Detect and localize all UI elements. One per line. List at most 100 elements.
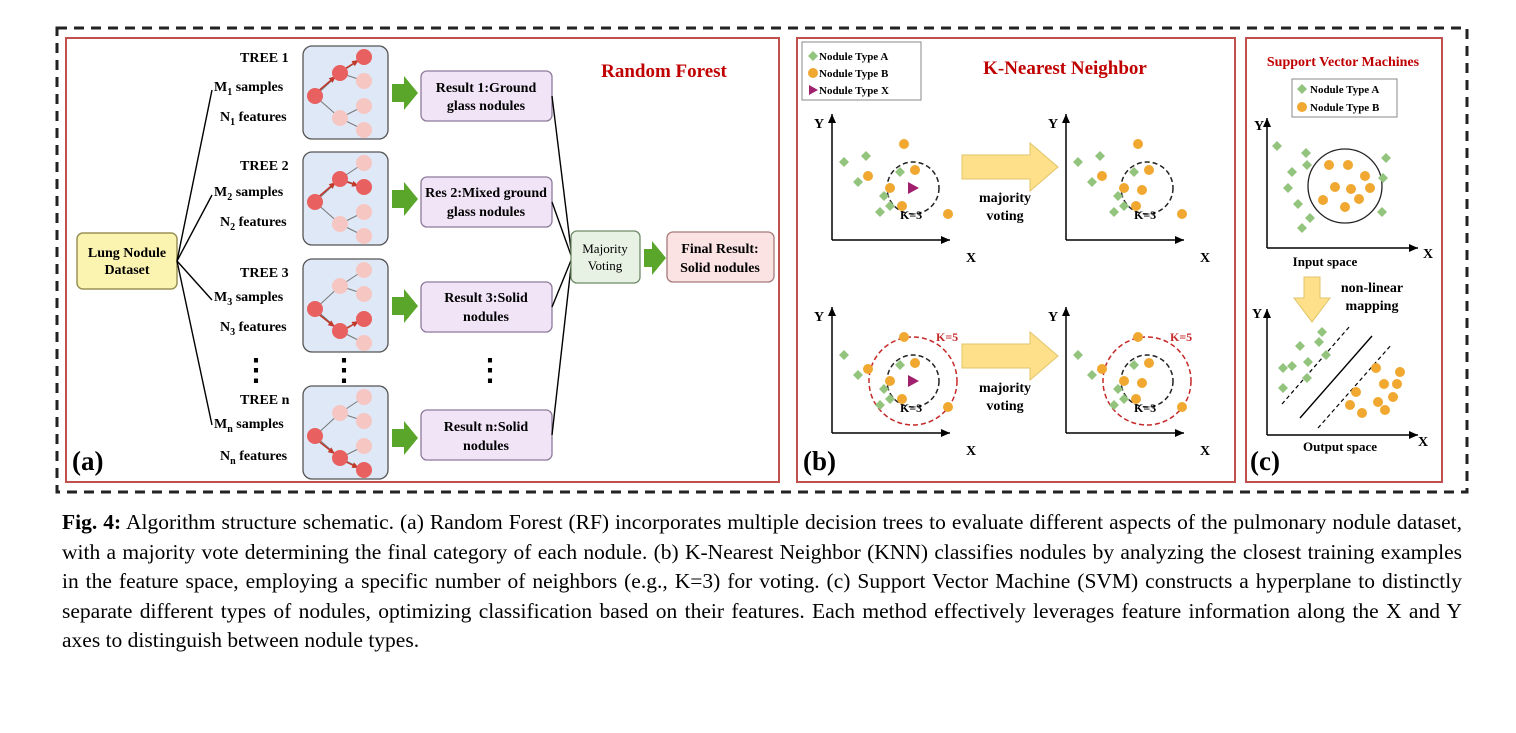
vote-line1: Majority	[582, 241, 628, 256]
legend-type-x: Nodule Type X	[819, 85, 889, 97]
algorithm-figure: Random Forest (a) Lung Nodule Dataset TR…	[55, 26, 1469, 494]
type-a-point	[853, 370, 863, 380]
type-b-point	[1357, 408, 1367, 418]
output-space-label: Output space	[1303, 439, 1377, 454]
type-b-point	[1131, 394, 1141, 404]
type-b-point	[1131, 201, 1141, 211]
type-b-point	[1345, 400, 1355, 410]
axis-x: X	[966, 251, 976, 266]
panel-c-border	[1245, 37, 1443, 483]
type-a-point	[1301, 148, 1311, 158]
type-a-point	[1087, 370, 1097, 380]
ellipsis-row: ⋮ ⋮ ⋮	[241, 354, 505, 387]
tree-samples: M1 samples	[214, 80, 284, 98]
green-arrow	[392, 421, 418, 455]
k5-label: K=5	[936, 330, 958, 344]
type-b-point	[1373, 397, 1383, 407]
knn-plot-2: YXK=3	[1048, 114, 1210, 266]
type-a-point	[885, 394, 895, 404]
type-a-point	[1317, 327, 1327, 337]
type-a-point	[1295, 341, 1305, 351]
type-b-point	[1346, 184, 1356, 194]
type-a-point	[1119, 394, 1129, 404]
type-a-point	[1293, 199, 1303, 209]
margin-right	[1317, 343, 1393, 429]
result-line1: Result 1:Ground	[436, 81, 537, 96]
axis-y: Y	[814, 117, 824, 132]
type-a-point	[895, 360, 905, 370]
tree-row-n: TREE n Mn samples Nn features Result n:S…	[214, 385, 553, 480]
type-b-point	[885, 376, 895, 386]
panel-a-border	[65, 37, 780, 483]
vote-line2: Voting	[588, 258, 623, 273]
panel-b-knn: K-Nearest Neighbor (b) Nodule Type A Nod…	[796, 37, 1236, 483]
knn-plot-1: YXK=3	[814, 114, 976, 266]
green-arrow	[392, 76, 418, 110]
type-b-point	[1371, 363, 1381, 373]
panel-b-title: K-Nearest Neighbor	[983, 58, 1147, 79]
type-b-point	[1395, 367, 1405, 377]
axis-y: Y	[1048, 310, 1058, 325]
type-b-point	[910, 165, 920, 175]
type-b-point	[1318, 195, 1328, 205]
result-line2: glass nodules	[447, 205, 526, 220]
type-b-point	[1119, 183, 1129, 193]
legend-type-b: Nodule Type B	[1310, 102, 1380, 114]
type-b-point	[863, 364, 873, 374]
k3-label: K=3	[900, 401, 922, 415]
type-a-point	[1287, 361, 1297, 371]
tree-row-3: TREE 3 M3 samples N3 features Result 3:S…	[214, 258, 553, 353]
type-a-point	[1302, 373, 1312, 383]
majority-voting-box: Majority Voting	[570, 230, 641, 284]
tree-name: TREE 1	[240, 51, 289, 66]
final-line1: Final Result:	[681, 242, 758, 257]
caption-text: Algorithm structure schematic. (a) Rando…	[62, 510, 1462, 652]
final-line2: Solid nodules	[680, 261, 760, 276]
axis-x: X	[1423, 247, 1433, 262]
result-line2: nodules	[463, 439, 509, 454]
ellipsis-1: ⋮	[241, 354, 271, 387]
result-line2: nodules	[463, 310, 509, 325]
type-b-point	[1379, 379, 1389, 389]
type-a-point	[1073, 157, 1083, 167]
tree-samples: M3 samples	[214, 290, 284, 308]
vote-green-arrow	[644, 241, 666, 275]
k3-label: K=3	[1134, 208, 1156, 222]
legend-type-a: Nodule Type A	[1310, 84, 1379, 96]
type-b-point	[899, 139, 909, 149]
k5-label: K=5	[1170, 330, 1192, 344]
type-b-point	[1343, 160, 1353, 170]
mapping-line1: non-linear	[1341, 281, 1403, 296]
ellipsis-3: ⋮	[475, 354, 505, 387]
dataset-label-line2: Dataset	[104, 263, 149, 278]
green-arrow	[392, 182, 418, 216]
type-b-point	[897, 394, 907, 404]
tree-features: N2 features	[220, 215, 287, 233]
axis-x: X	[1200, 251, 1210, 266]
dataset-box: Lung Nodule Dataset	[76, 232, 178, 290]
result-line1: Result n:Solid	[444, 420, 529, 435]
type-a-point	[1119, 201, 1129, 211]
panel-c-title: Support Vector Machines	[1267, 55, 1420, 70]
yellow-arrow	[961, 330, 1059, 382]
outer-dashed-frame	[55, 26, 1469, 494]
type-a-point	[1073, 350, 1083, 360]
tree-samples: Mn samples	[214, 417, 284, 435]
ellipsis-2: ⋮	[329, 354, 359, 387]
type-x-point	[908, 182, 919, 194]
type-b-point	[1133, 139, 1143, 149]
type-a-point	[1278, 383, 1288, 393]
type-b-point	[1388, 392, 1398, 402]
type-a-point	[861, 151, 871, 161]
type-b-point	[1097, 171, 1107, 181]
svm-legend: Nodule Type A Nodule Type B	[1291, 78, 1398, 118]
type-a-point	[895, 167, 905, 177]
input-space-label: Input space	[1293, 254, 1358, 269]
svm-output-points	[1278, 327, 1405, 418]
result-line1: Result 3:Solid	[444, 291, 528, 306]
dataset-fan-lines	[176, 89, 213, 426]
classified-point	[1137, 185, 1147, 195]
knn-plot-4: YXK=5K=3	[1048, 307, 1210, 459]
margin-left	[1281, 325, 1351, 405]
type-a-point	[1297, 223, 1307, 233]
